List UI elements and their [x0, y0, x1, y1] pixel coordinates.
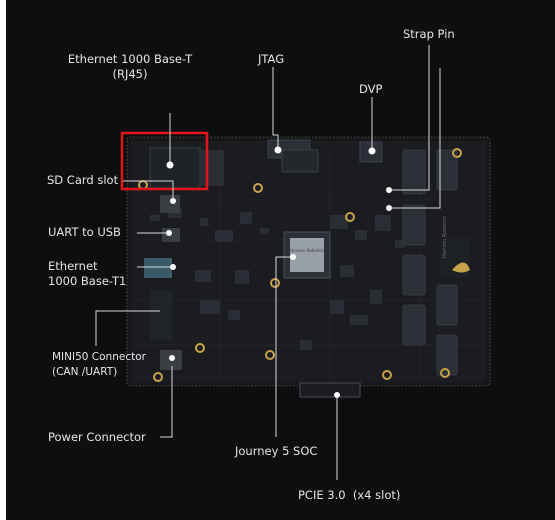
label-journey5-soc: Journey 5 SOC	[235, 444, 318, 458]
label-jtag: JTAG	[258, 52, 285, 66]
pcb-board: Horizon Robotics Horizon Robotics	[126, 136, 491, 398]
label-ethernet-t1-line2: 1000 Base-T1	[48, 274, 127, 288]
label-ethernet-rj45: (RJ45)	[112, 67, 148, 81]
label-power-connector: Power Connector	[48, 430, 146, 444]
label-ethernet-1000-base-t: Ethernet 1000 Base-T (RJ45)	[55, 52, 205, 82]
label-mini50-connector: MINI50 Connector (CAN /UART)	[52, 350, 146, 380]
label-uart-to-usb: UART to USB	[48, 225, 121, 239]
label-dvp: DVP	[359, 82, 383, 96]
label-ethernet-1000-base-t1: Ethernet 1000 Base-T1	[48, 259, 126, 289]
soc-chip-marking: Horizon Robotics	[290, 248, 324, 253]
label-ethernet-1000-base-t-line1: Ethernet 1000 Base-T	[67, 52, 193, 66]
label-mini50-line2: (CAN /UART)	[52, 366, 118, 378]
leader-endpoints	[166, 146, 392, 398]
highlight-box-rj45	[120, 131, 209, 191]
label-strap-pin: Strap Pin	[403, 27, 455, 41]
board-logo-text: Horizon Robotics	[442, 216, 448, 258]
label-pcie: PCIE 3.0 (x4 slot)	[298, 488, 401, 502]
label-ethernet-t1-line1: Ethernet	[48, 259, 98, 273]
label-sd-card-slot: SD Card slot	[47, 173, 119, 187]
leader-lines	[95, 45, 441, 480]
label-mini50-line1: MINI50 Connector	[52, 351, 146, 363]
